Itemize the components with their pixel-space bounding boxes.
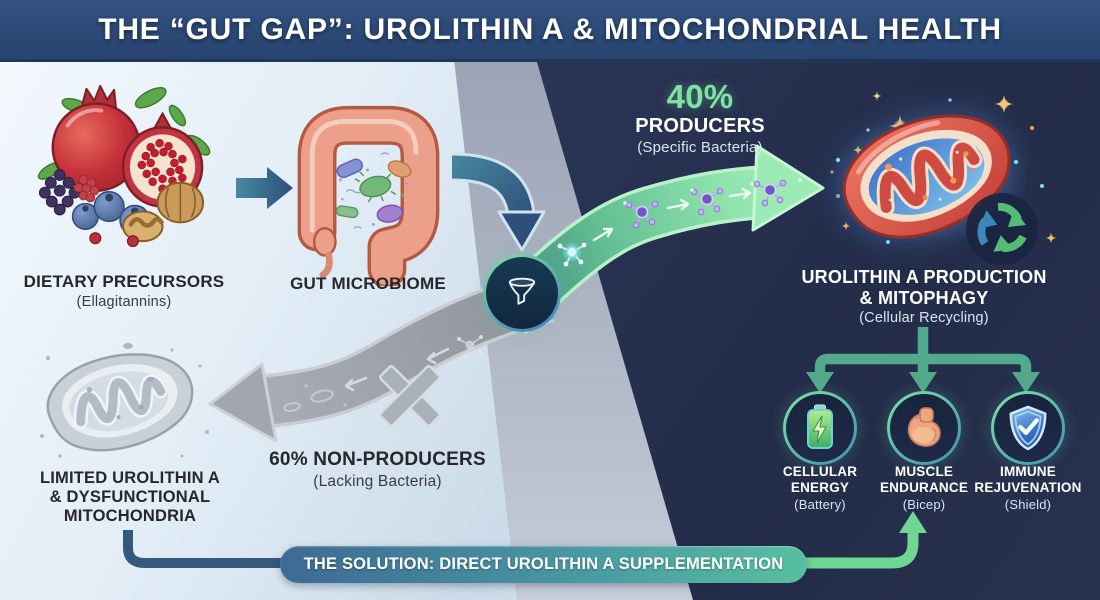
debris-specks <box>40 343 209 458</box>
mitophagy-label-line1: UROLITHIN A PRODUCTION <box>801 267 1047 287</box>
benefit-badge-muscle-endurance <box>887 391 961 465</box>
producers-label: PRODUCERS <box>635 115 765 137</box>
benefit-label-immune-rejuvenation: IMMUNE REJUVENATION (Shield) <box>963 464 1093 512</box>
limited-line3: MITOCHONDRIA <box>63 507 197 526</box>
benefit-line2: ENERGY <box>790 479 850 495</box>
benefit-sublabel: (Bicep) <box>902 497 946 513</box>
producers-label-group: 40% PRODUCERS (Specific Bacteria) <box>600 80 800 157</box>
benefit-sublabel: (Shield) <box>1004 497 1052 513</box>
benefit-line1: MUSCLE <box>894 464 954 479</box>
producers-sublabel: (Specific Bacteria) <box>637 139 763 157</box>
raspberry <box>73 175 100 203</box>
dysfunctional-mitochondria-illustration <box>32 340 217 470</box>
limited-line1: LIMITED UROLITHIN A <box>39 469 221 487</box>
gut-illustration <box>286 86 451 289</box>
mitophagy-label-group: UROLITHIN A PRODUCTION & MITOPHAGY (Cell… <box>793 267 1055 327</box>
benefit-line2: REJUVENATION <box>974 479 1082 495</box>
benefit-badge-cellular-energy <box>783 391 857 465</box>
solution-banner-label: THE SOLUTION: DIRECT UROLITHIN A SUPPLEM… <box>303 555 784 573</box>
nonproducers-label-group: 60% NON-PRODUCERS (Lacking Bacteria) <box>255 449 500 491</box>
benefit-sublabel: (Battery) <box>794 497 846 513</box>
solution-banner: THE SOLUTION: DIRECT UROLITHIN A SUPPLEM… <box>280 546 807 583</box>
mitophagy-sublabel: (Cellular Recycling) <box>859 309 989 326</box>
fruits-illustration <box>24 76 222 254</box>
healthy-mitochondria-illustration <box>824 96 1032 264</box>
nonproducers-sublabel: (Lacking Bacteria) <box>313 473 442 491</box>
benefit-line1: CELLULAR <box>782 464 858 479</box>
mitophagy-label-line2: & MITOPHAGY <box>859 287 989 308</box>
walnuts <box>122 181 205 243</box>
funnel-badge <box>483 254 561 332</box>
recycle-icon <box>965 192 1039 266</box>
red-berries <box>89 232 139 248</box>
funnel-icon <box>508 277 536 305</box>
cecum <box>312 227 337 279</box>
title-bar: THE “GUT GAP”: UROLITHIN A & MITOCHONDRI… <box>0 0 1100 62</box>
blackberry <box>38 168 81 216</box>
producers-percent: 40% <box>666 78 734 115</box>
gut-microbiome-label-group: GUT MICROBIOME <box>268 274 468 294</box>
battery-icon <box>807 404 833 449</box>
benefit-label-cellular-energy: CELLULAR ENERGY (Battery) <box>755 464 885 512</box>
page-title: THE “GUT GAP”: UROLITHIN A & MITOCHONDRI… <box>98 12 1002 46</box>
dietary-precursors-label: DIETARY PRECURSORS <box>23 272 225 291</box>
dietary-precursors-sublabel: (Ellagitannins) <box>76 293 172 310</box>
benefit-label-muscle-endurance: MUSCLE ENDURANCE (Bicep) <box>859 464 989 512</box>
benefit-line2: ENDURANCE <box>879 479 969 495</box>
limited-urolithin-label-group: LIMITED UROLITHIN A & DYSFUNCTIONAL MITO… <box>22 469 238 526</box>
dietary-precursors-label-group: DIETARY PRECURSORS (Ellagitannins) <box>18 272 230 311</box>
gut-microbiome-label: GUT MICROBIOME <box>290 274 446 293</box>
gut-bacteria <box>335 152 412 229</box>
benefit-line1: IMMUNE <box>1000 464 1056 479</box>
shield-icon <box>1009 405 1047 451</box>
limited-line2: & DYSFUNCTIONAL <box>49 488 211 507</box>
bicep-icon <box>907 407 941 447</box>
nonproducers-label: 60% NON-PRODUCERS <box>269 449 486 470</box>
benefit-badge-immune-rejuvenation <box>991 391 1065 465</box>
